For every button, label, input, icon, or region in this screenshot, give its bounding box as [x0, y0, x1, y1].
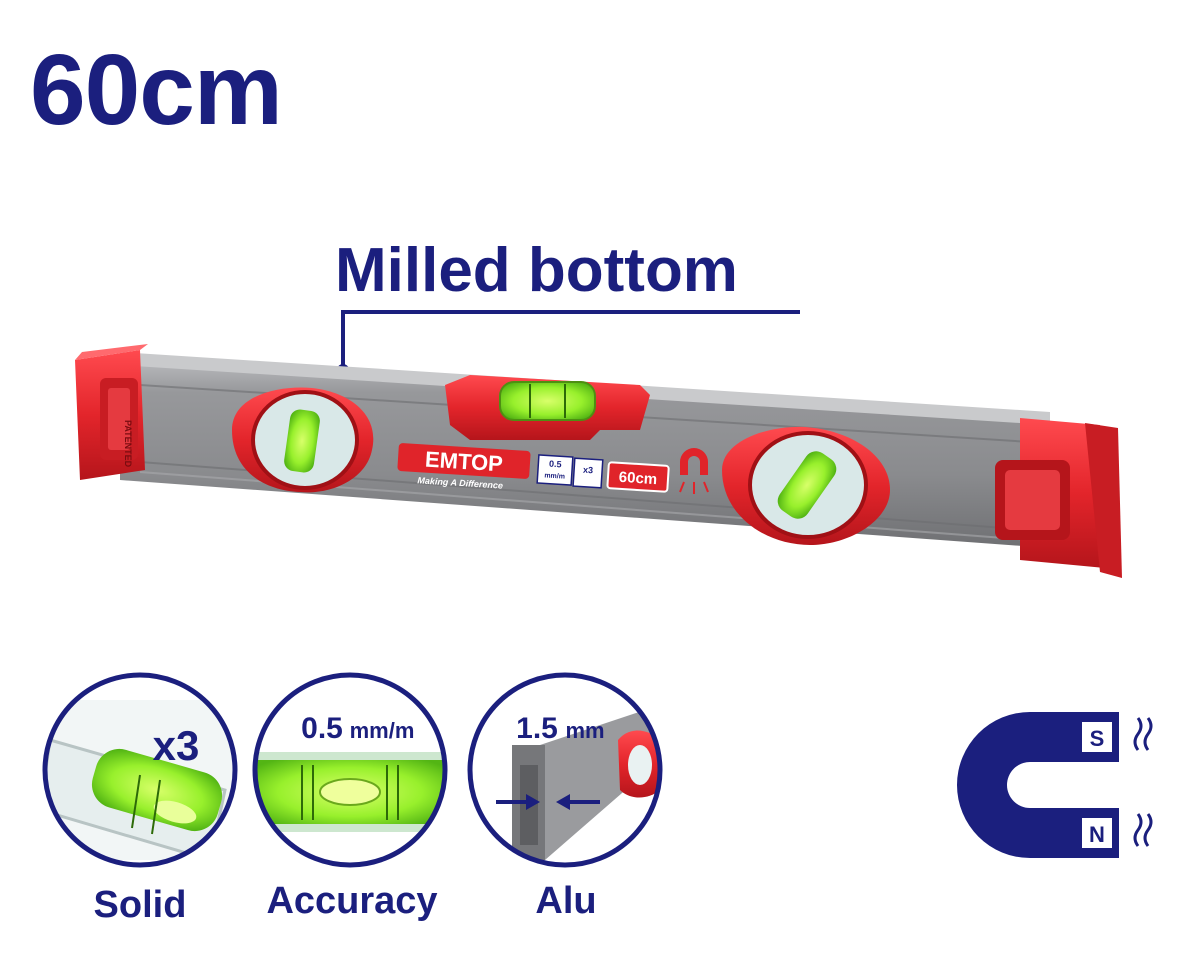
body-magnet-icon	[679, 448, 709, 494]
magnet-icon: S N	[957, 712, 1153, 858]
left-vial-window	[232, 387, 374, 493]
size-badge: 60cm	[606, 461, 670, 493]
accuracy-badge-value: 0.5	[549, 459, 562, 470]
feature-alu-overlay: 1.5	[516, 712, 558, 745]
feature-label-alu: Alu	[535, 880, 597, 922]
spirit-level	[75, 344, 1122, 578]
feature-accuracy: 0.5 mm/m	[252, 672, 448, 868]
size-title: 60cm	[30, 34, 283, 146]
thickness-arrows	[496, 794, 600, 810]
magnet-wave-icon	[1133, 717, 1153, 847]
right-vial-window	[722, 426, 890, 545]
size-badge-text: 60cm	[618, 469, 657, 488]
callout-leader	[337, 310, 800, 376]
vials-badge-value: x3	[583, 465, 594, 476]
feature-alu: 1.5 mm	[467, 672, 663, 868]
vials-badge: x3	[572, 457, 604, 489]
accuracy-badge-unit: mm/m	[544, 472, 565, 480]
feature-accuracy-overlay-unit: mm/m	[350, 718, 415, 743]
accuracy-badge: 0.5 mm/m	[536, 454, 574, 486]
top-vial-housing	[445, 375, 650, 440]
feature-accuracy-overlay: 0.5	[301, 712, 343, 745]
feature-label-solid: Solid	[93, 884, 187, 926]
feature-label-accuracy: Accuracy	[266, 880, 438, 922]
magnet-pole-s: S	[1090, 726, 1105, 751]
magnet-pole-n: N	[1089, 822, 1105, 847]
milled-bottom-callout: Milled bottom	[335, 236, 738, 305]
feature-solid: x3	[42, 672, 238, 868]
patent-mark: PATENTED	[123, 420, 133, 468]
feature-solid-overlay: x3	[153, 722, 200, 769]
left-end-cap	[75, 344, 148, 480]
brand-name: EMTOP	[424, 447, 503, 477]
feature-alu-overlay-unit: mm	[565, 718, 604, 743]
right-end-cap	[995, 418, 1122, 578]
